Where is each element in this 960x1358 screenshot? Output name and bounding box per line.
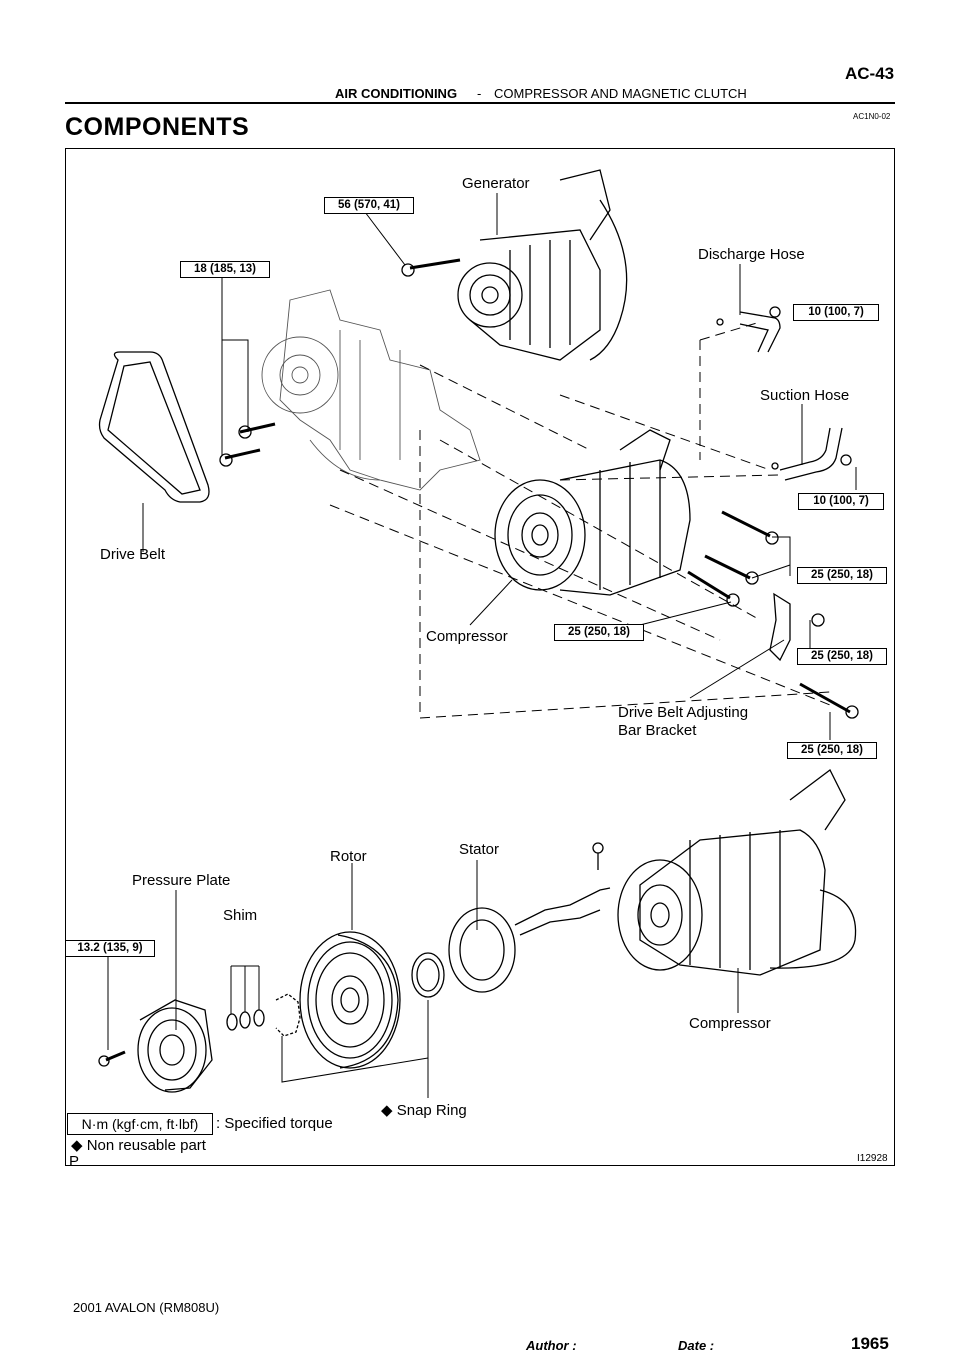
snap-ring-drawing	[411, 952, 445, 998]
label-stator: Stator	[459, 841, 500, 858]
torque-compressor-nut: 25 (250, 18)	[797, 648, 887, 665]
label-adjusting-bracket-line1: Drive Belt Adjusting	[618, 704, 749, 721]
engine-block	[261, 289, 481, 491]
shim-drawing	[226, 993, 301, 1037]
label-adjusting-bracket-line2: Bar Bracket	[618, 722, 697, 739]
torque-suction-bolt: 10 (100, 7)	[798, 493, 884, 510]
figure-corner-mark: P	[69, 1153, 80, 1170]
legend-unit-box: N·m (kgf·cm, ft·lbf)	[67, 1113, 213, 1135]
leader-lines	[107, 193, 857, 1098]
lower-compressor-drawing	[617, 769, 857, 976]
label-compressor-lower: Compressor	[689, 1015, 771, 1032]
discharge-hose-drawing	[716, 306, 781, 353]
label-generator: Generator	[462, 175, 530, 192]
label-shim: Shim	[223, 907, 258, 924]
label-drive-belt: Drive Belt	[100, 546, 166, 563]
torque-compressor-bolt-a: 25 (250, 18)	[797, 567, 887, 584]
label-compressor-upper: Compressor	[426, 628, 508, 645]
header-rule	[65, 102, 895, 104]
header-section: AIR CONDITIONING	[335, 86, 458, 101]
guide-lines	[329, 321, 831, 719]
header-separator: -	[477, 86, 482, 101]
rotor-drawing	[299, 931, 401, 1069]
drive-belt-drawing	[98, 351, 210, 503]
figure-id: I12928	[857, 1153, 888, 1164]
figure-frame	[65, 148, 895, 1166]
torque-compressor-bolt-c: 25 (250, 18)	[787, 742, 877, 759]
header-subsection: COMPRESSOR AND MAGNETIC CLUTCH	[494, 86, 747, 101]
label-snap-ring: ◆ Snap Ring	[381, 1102, 467, 1119]
stator-drawing	[448, 842, 611, 993]
header-page-code: AC-43	[845, 64, 895, 83]
adjusting-bracket-drawing	[769, 592, 791, 662]
torque-discharge-bolt: 10 (100, 7)	[793, 304, 879, 321]
label-discharge-hose: Discharge Hose	[698, 246, 805, 263]
torque-bracket-bolt: 18 (185, 13)	[180, 261, 270, 278]
generator-drawing	[401, 169, 628, 361]
label-suction-hose: Suction Hose	[760, 387, 850, 404]
label-rotor: Rotor	[330, 848, 367, 865]
torque-compressor-bolt-b: 25 (250, 18)	[554, 624, 644, 641]
compressor-bolts	[687, 510, 859, 719]
bracket-bolts	[219, 422, 276, 467]
diamond-icon: ◆	[381, 1102, 393, 1119]
doc-code: AC1N0-02	[853, 112, 891, 121]
legend-specified-torque: : Specified torque	[216, 1115, 333, 1132]
torque-pressure-plate-bolt: 13.2 (135, 9)	[65, 940, 155, 957]
footer-page-number: 1965	[851, 1334, 889, 1353]
legend-non-reusable: ◆ Non reusable part	[71, 1137, 206, 1154]
page-title: COMPONENTS	[65, 113, 250, 141]
footer-author-label: Author :	[526, 1338, 577, 1353]
footer-model: 2001 AVALON (RM808U)	[73, 1300, 220, 1315]
label-pressure-plate: Pressure Plate	[132, 872, 231, 889]
diamond-icon: ◆	[71, 1137, 83, 1154]
upper-compressor-drawing	[494, 429, 691, 596]
torque-generator-bolt: 56 (570, 41)	[324, 197, 414, 214]
footer-date-label: Date :	[678, 1338, 715, 1353]
pressure-plate-drawing	[98, 999, 213, 1093]
suction-hose-drawing	[771, 427, 852, 481]
